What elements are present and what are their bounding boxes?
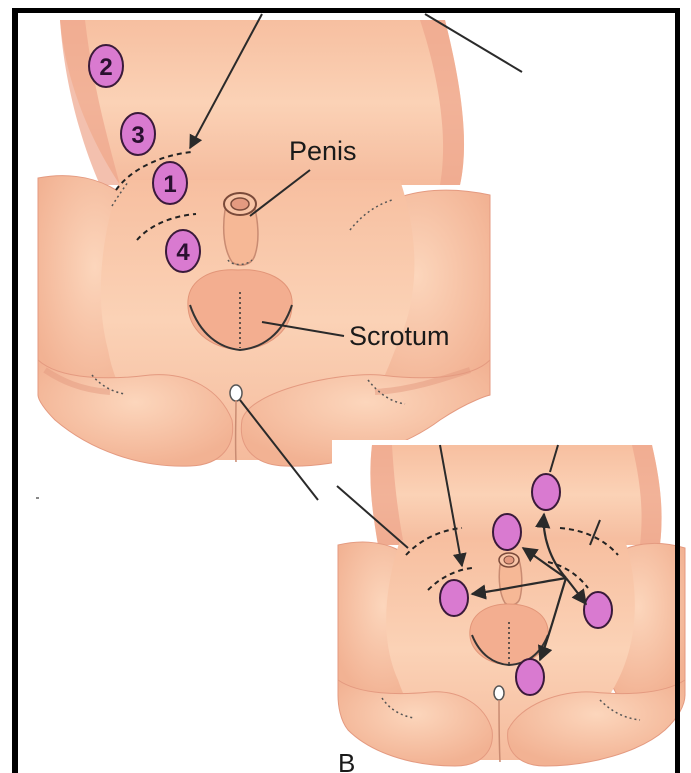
panel-b-anus <box>494 686 504 700</box>
site-3: 3 <box>121 113 155 155</box>
panel-a: 2 3 1 4 Penis Scrotum <box>38 14 522 500</box>
scrotum-label: Scrotum <box>349 321 450 351</box>
penis-label: Penis <box>289 136 357 166</box>
site-1: 1 <box>153 162 187 204</box>
penis <box>224 193 258 265</box>
panel-b: B <box>332 440 688 773</box>
panel-b-site-upper-mid <box>493 514 521 550</box>
site-2: 2 <box>89 45 123 87</box>
site-2-label: 2 <box>99 54 112 81</box>
panel-b-site-top <box>532 474 560 510</box>
panel-b-scrotum <box>470 604 548 665</box>
site-1-label: 1 <box>163 171 176 198</box>
panel-b-site-bottom <box>516 659 544 695</box>
abdomen-skin <box>60 20 464 185</box>
site-4: 4 <box>166 230 200 272</box>
site-3-label: 3 <box>131 122 144 149</box>
panel-b-site-left <box>440 580 468 616</box>
panel-b-label: B <box>338 748 355 773</box>
site-4-label: 4 <box>176 239 190 266</box>
panel-b-penis <box>499 553 522 605</box>
panel-b-site-right <box>584 592 612 628</box>
anus <box>230 385 242 401</box>
